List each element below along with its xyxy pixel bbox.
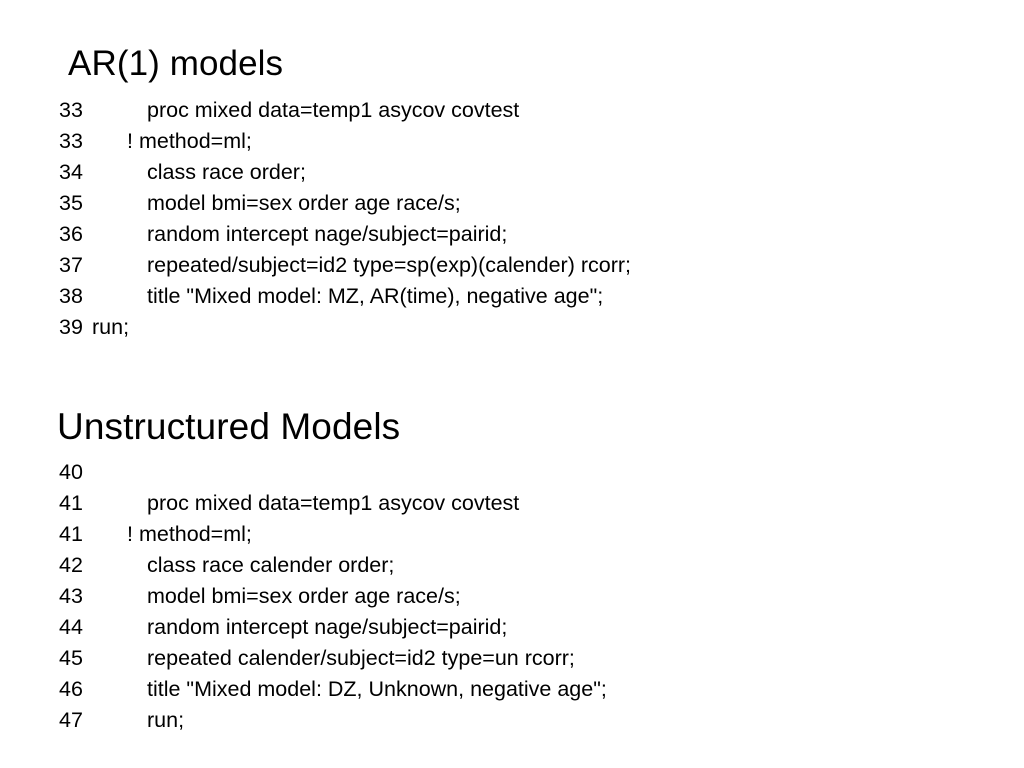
code-line: 45 repeated calender/subject=id2 type=un … — [0, 643, 1024, 674]
code-line-number: 39 — [59, 315, 83, 339]
code-line-number: 33 — [59, 98, 83, 122]
code-line-text: proc mixed data=temp1 asycov covtest — [147, 491, 520, 515]
code-line-number: 41 — [59, 491, 83, 515]
code-line-number: 46 — [59, 677, 83, 701]
code-line-number: 40 — [59, 460, 83, 484]
code-line-number: 44 — [59, 615, 83, 639]
code-line-text: ! method=ml; — [127, 522, 252, 546]
code-line-number: 35 — [59, 191, 83, 215]
code-line-text: class race calender order; — [147, 553, 395, 577]
code-line: 37 repeated/subject=id2 type=sp(exp)(cale… — [0, 250, 1024, 281]
code-line-number: 41 — [59, 522, 83, 546]
code-line-text: ! method=ml; — [127, 129, 252, 153]
code-line-text: title "Mixed model: DZ, Unknown, negativ… — [147, 677, 607, 701]
code-line-text: model bmi=sex order age race/s; — [147, 584, 461, 608]
code-line-number: 37 — [59, 253, 83, 277]
code-line-number: 45 — [59, 646, 83, 670]
code-line-text: class race order; — [147, 160, 306, 184]
code-listing-unstructured: 40 41 proc mixed data=temp1 asycov covtest… — [0, 457, 1024, 736]
code-line-text: title "Mixed model: MZ, AR(time), negati… — [147, 284, 604, 308]
code-line-number: 47 — [59, 708, 83, 732]
code-line: 39 run; — [0, 312, 1024, 343]
code-line: 47 run; — [0, 705, 1024, 736]
code-line-text: repeated calender/subject=id2 type=un rc… — [147, 646, 575, 670]
code-line: 38 title "Mixed model: MZ, AR(time), nega… — [0, 281, 1024, 312]
code-line-text: random intercept nage/subject=pairid; — [147, 615, 508, 639]
code-line-number: 38 — [59, 284, 83, 308]
section-heading-ar1: AR(1) models — [68, 44, 284, 83]
section-heading-unstructured: Unstructured Models — [57, 406, 401, 447]
code-line-number: 33 — [59, 129, 83, 153]
code-line-number: 42 — [59, 553, 83, 577]
code-line-text: proc mixed data=temp1 asycov covtest — [147, 98, 520, 122]
code-line: 35 model bmi=sex order age race/s; — [0, 188, 1024, 219]
code-line: 34 class race order; — [0, 157, 1024, 188]
code-line: 46 title "Mixed model: DZ, Unknown, negat… — [0, 674, 1024, 705]
code-line-number: 43 — [59, 584, 83, 608]
code-line: 33 ! method=ml; — [0, 126, 1024, 157]
code-line: 41 ! method=ml; — [0, 519, 1024, 550]
code-line: 33 proc mixed data=temp1 asycov covtest — [0, 95, 1024, 126]
code-line-number: 34 — [59, 160, 83, 184]
code-line: 36 random intercept nage/subject=pairid; — [0, 219, 1024, 250]
code-line: 43 model bmi=sex order age race/s; — [0, 581, 1024, 612]
code-line-text: run; — [92, 315, 130, 339]
code-line-text: run; — [147, 708, 185, 732]
code-line-number: 36 — [59, 222, 83, 246]
code-line-text: repeated/subject=id2 type=sp(exp)(calend… — [147, 253, 632, 277]
code-line: 42 class race calender order; — [0, 550, 1024, 581]
code-line-text: random intercept nage/subject=pairid; — [147, 222, 508, 246]
code-line: 41 proc mixed data=temp1 asycov covtest — [0, 488, 1024, 519]
code-line: 44 random intercept nage/subject=pairid; — [0, 612, 1024, 643]
code-line: 40 — [0, 457, 1024, 488]
code-line-text: model bmi=sex order age race/s; — [147, 191, 461, 215]
